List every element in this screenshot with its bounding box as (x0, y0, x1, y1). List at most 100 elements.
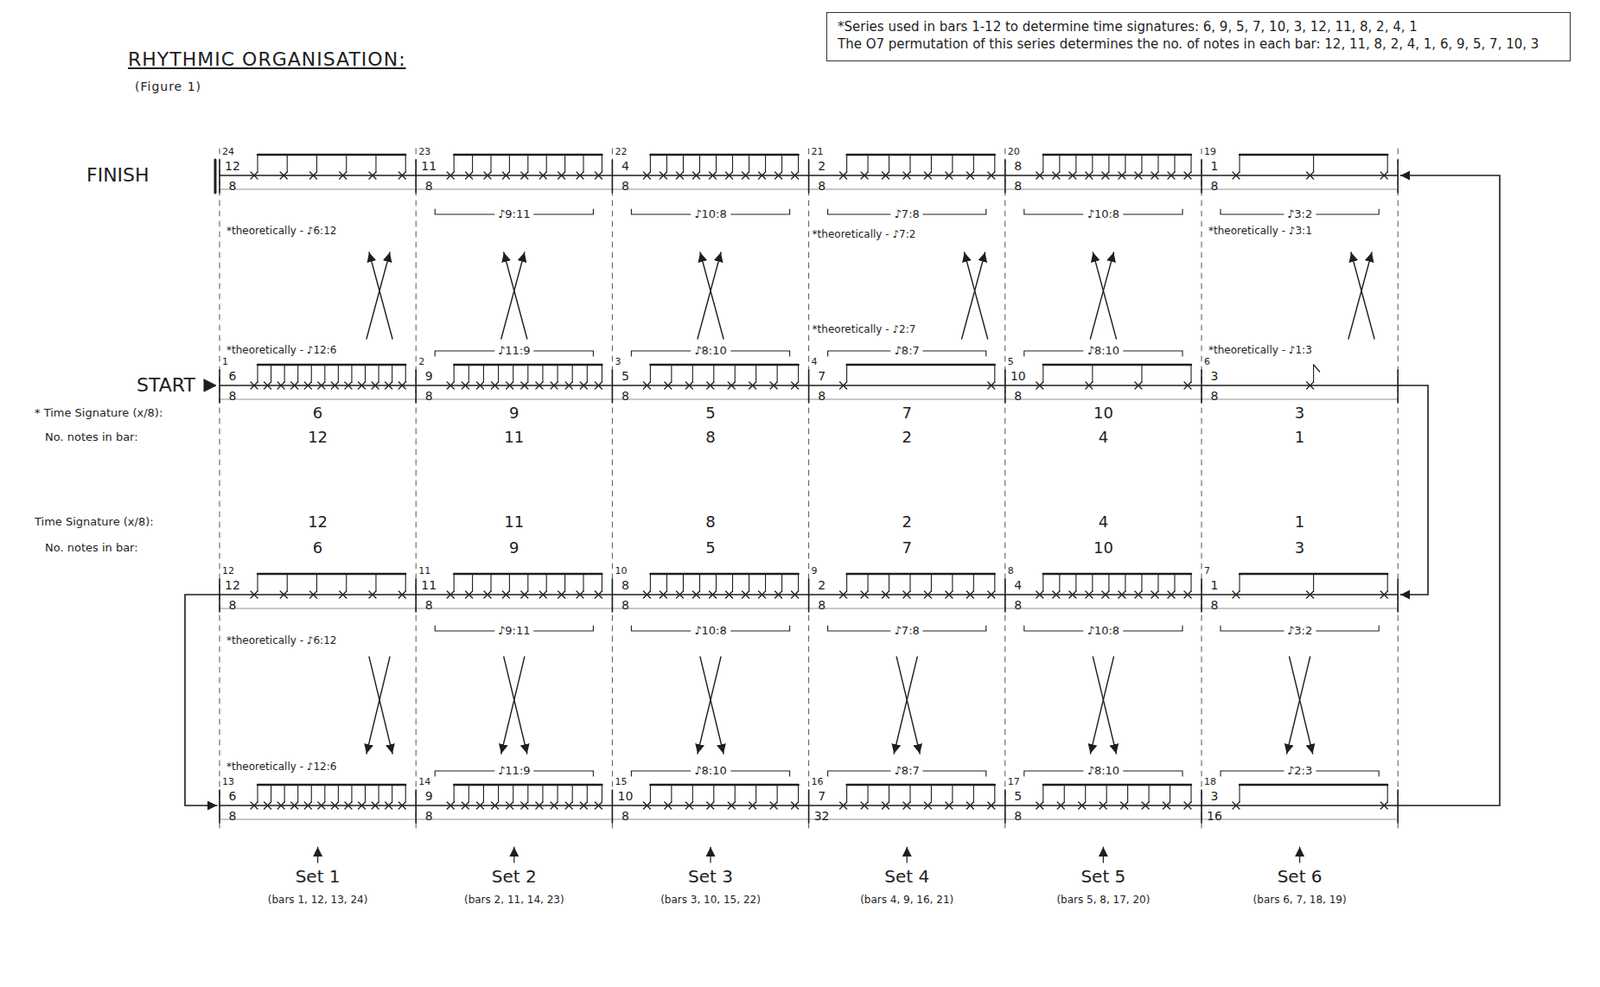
x-notehead (506, 382, 514, 389)
x-notehead (521, 382, 529, 389)
note-stem (350, 784, 352, 803)
note-stem (1042, 573, 1044, 592)
x-notehead (1118, 172, 1126, 179)
x-notehead (924, 172, 931, 179)
x-notehead (506, 802, 514, 810)
note-stem (453, 573, 455, 592)
note-stem (973, 573, 975, 592)
series-number: 2 (901, 428, 912, 447)
note-stem (994, 364, 995, 383)
note-stem (541, 784, 543, 803)
crossing-arrow (697, 656, 721, 754)
barline (611, 369, 614, 403)
set-pointer (317, 847, 319, 863)
note-beam (1043, 784, 1192, 786)
time-signature: 8 (229, 178, 237, 193)
note-stem (1238, 573, 1240, 592)
x-notehead (291, 802, 299, 810)
set-label: Set 6 (1277, 866, 1323, 887)
time-signature: 8 (1211, 598, 1219, 612)
x-notehead (1163, 802, 1171, 810)
x-notehead (775, 172, 783, 179)
x-notehead (966, 591, 974, 599)
barline (1004, 579, 1007, 612)
x-notehead (758, 591, 766, 599)
x-notehead (502, 591, 510, 599)
x-notehead (1078, 802, 1086, 810)
x-notehead (250, 172, 258, 179)
x-notehead (565, 802, 573, 810)
note-stem (316, 154, 318, 173)
x-notehead (594, 591, 602, 599)
x-notehead (318, 802, 326, 810)
note-stem (734, 784, 736, 803)
x-notehead (339, 591, 347, 599)
note-stem (748, 154, 750, 173)
time-signature: 8 (621, 388, 630, 403)
note-stem (1124, 573, 1126, 592)
x-notehead (1167, 591, 1175, 599)
x-notehead (1134, 172, 1142, 179)
bar-number: 7 (1204, 566, 1211, 578)
bar-number: 2 (418, 356, 425, 369)
x-notehead (708, 591, 716, 599)
note-beam (1043, 153, 1192, 156)
bar-number: 21 (811, 146, 824, 159)
note-stem (405, 364, 407, 383)
set-pointer (709, 847, 711, 863)
note-beam (453, 573, 602, 575)
flow-arrow (1397, 175, 1500, 806)
x-notehead (565, 802, 573, 810)
set-bars: (bars 2, 11, 14, 23) (464, 894, 565, 907)
x-notehead (264, 382, 272, 389)
note-beam (650, 573, 798, 575)
note-stem (311, 784, 313, 803)
x-notehead (1121, 802, 1129, 810)
note-stem (732, 573, 734, 592)
x-notehead (491, 802, 499, 810)
x-notehead (675, 591, 683, 599)
x-notehead (484, 591, 491, 599)
time-signature: 12 (224, 159, 241, 173)
note-stem (527, 573, 529, 592)
bar-number: 17 (1007, 777, 1020, 789)
note-stem (1387, 154, 1389, 173)
time-signature: 2 (817, 159, 826, 173)
x-notehead (521, 591, 529, 599)
x-notehead (558, 172, 566, 179)
note-stem (345, 154, 347, 173)
x-notehead (903, 172, 911, 179)
x-notehead (775, 172, 783, 179)
note-beam (650, 784, 798, 786)
x-notehead (742, 591, 750, 599)
time-signature: 8 (425, 388, 434, 403)
x-notehead (675, 172, 683, 179)
x-notehead (594, 802, 602, 810)
barline (611, 159, 614, 193)
x-notehead (558, 591, 566, 599)
x-notehead (521, 172, 529, 179)
x-notehead (903, 802, 911, 810)
ratio-label: ♪8:10 (1083, 764, 1124, 778)
x-notehead (304, 802, 312, 810)
x-notehead (264, 802, 272, 810)
note-stem (781, 573, 783, 592)
crossing-arrow (1090, 252, 1114, 339)
x-notehead (758, 591, 766, 599)
note-stem (483, 364, 485, 383)
note-stem (453, 154, 455, 173)
bar-number: 13 (222, 777, 235, 789)
time-signature: 5 (1013, 789, 1022, 804)
x-notehead (882, 172, 890, 179)
x-notehead (1380, 591, 1388, 599)
x-notehead (945, 802, 953, 810)
x-notehead (685, 382, 693, 389)
series-number: 4 (1098, 513, 1109, 532)
time-signature: 8 (229, 388, 237, 403)
x-notehead (446, 382, 454, 389)
x-notehead (369, 172, 377, 179)
x-notehead (1167, 591, 1175, 599)
x-notehead (1184, 591, 1192, 599)
crossing-arrow (1289, 656, 1314, 754)
x-notehead (291, 802, 299, 810)
